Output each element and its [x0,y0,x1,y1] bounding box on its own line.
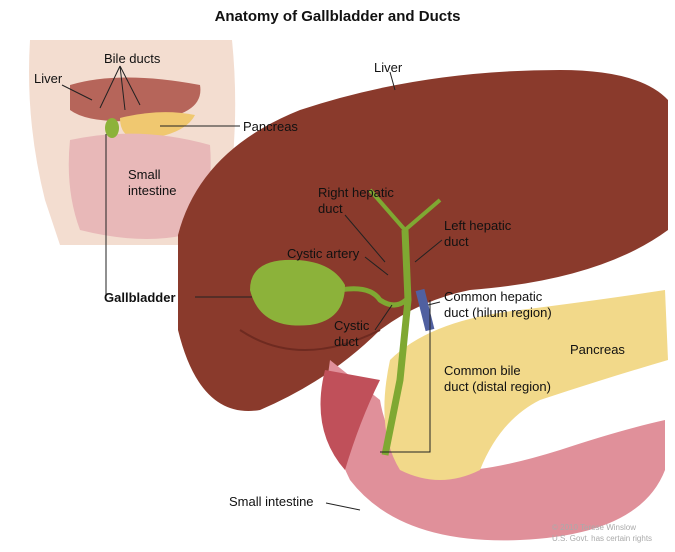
label-right-hepatic-duct-2: duct [318,201,343,216]
inset-torso [29,40,236,245]
copyright: © 2010 Terese Winslow U.S. Govt. has cer… [552,522,652,544]
label-left-hepatic-duct-2: duct [444,234,469,249]
diagram-title: Anatomy of Gallbladder and Ducts [214,8,461,25]
copyright-line-2: U.S. Govt. has certain rights [552,534,653,543]
small-intestine-shape [327,360,665,541]
label-liver: Liver [374,60,403,75]
label-right-hepatic-duct-1: Right hepatic [318,185,394,200]
label-inset-small-intestine-1: Small [128,167,161,182]
label-common-hepatic-duct-1: Common hepatic [444,289,543,304]
label-inset-pancreas: Pancreas [243,119,298,134]
label-cystic-duct-2: duct [334,334,359,349]
label-left-hepatic-duct-1: Left hepatic [444,218,512,233]
label-inset-small-intestine-2: intestine [128,183,177,198]
label-small-intestine: Small intestine [229,494,314,509]
label-common-bile-duct-2: duct (distal region) [444,379,551,394]
label-cystic-artery: Cystic artery [287,246,360,261]
liver-shape [178,70,668,411]
label-common-hepatic-duct-2: duct (hilum region) [444,305,552,320]
label-pancreas: Pancreas [570,342,625,357]
label-inset-liver: Liver [34,71,63,86]
label-common-bile-duct-1: Common bile [444,363,521,378]
label-inset-bile-ducts: Bile ducts [104,51,161,66]
common-bile-duct [381,229,412,456]
label-gallbladder: Gallbladder [104,290,176,305]
copyright-line-1: © 2010 Terese Winslow [552,523,637,532]
label-cystic-duct-1: Cystic [334,318,370,333]
gallbladder-shape [250,259,345,326]
pancreas-shape [384,290,668,480]
